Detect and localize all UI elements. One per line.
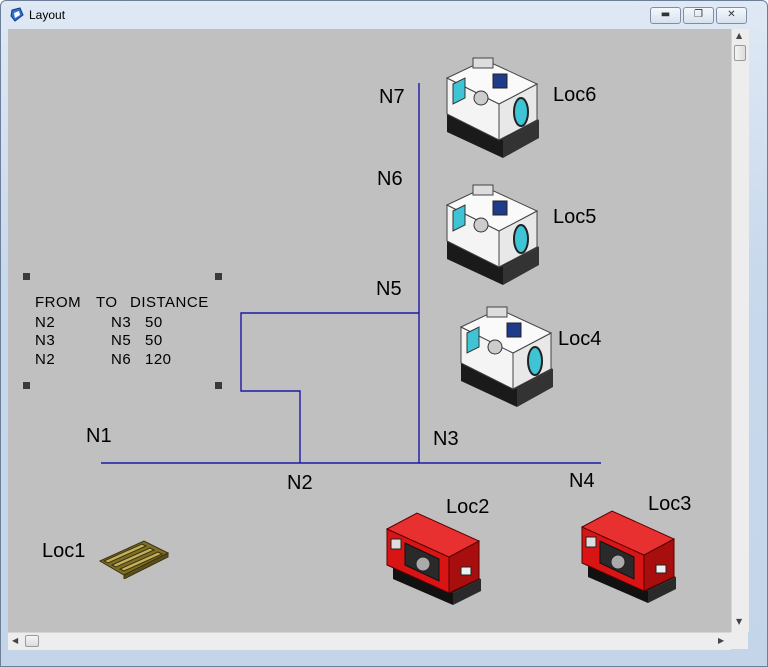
path-segment-n2-n5 [240, 312, 419, 463]
table-cell-distance: 50 [145, 314, 163, 331]
table-cell-distance: 50 [145, 332, 163, 349]
cnc-lathe-white-icon[interactable] [457, 303, 557, 407]
maximize-button[interactable]: ❐ [683, 7, 714, 24]
node-label-n6[interactable]: N6 [377, 168, 403, 190]
location-label-loc5[interactable]: Loc5 [553, 206, 597, 228]
close-button[interactable]: ✕ [716, 7, 747, 24]
table-cell-from: N2 [35, 351, 56, 368]
location-label-loc1[interactable]: Loc1 [42, 540, 86, 562]
table-cell-from: N2 [35, 314, 56, 331]
scroll-right-icon[interactable]: ▶ [718, 636, 725, 645]
title-bar[interactable]: Layout ▬ ❐ ✕ [1, 1, 767, 29]
pallet-icon[interactable] [98, 539, 170, 579]
scroll-down-icon[interactable]: ▼ [736, 617, 743, 626]
horizontal-scrollbar[interactable]: ◀ ▶ [8, 632, 731, 650]
selection-handle-bottom-right[interactable] [215, 382, 222, 389]
location-label-loc6[interactable]: Loc6 [553, 84, 597, 106]
node-label-n7[interactable]: N7 [379, 86, 405, 108]
layout-canvas[interactable]: N1 N2 N3 N4 N5 N6 N7 FROM TO DISTANCE N2… [8, 29, 731, 632]
node-label-n2[interactable]: N2 [287, 472, 313, 494]
restore-icon: ❐ [694, 9, 703, 20]
scroll-up-icon[interactable]: ▲ [736, 31, 743, 40]
selection-handle-bottom-left[interactable] [23, 382, 30, 389]
table-header-distance: DISTANCE [130, 294, 209, 311]
node-label-n5[interactable]: N5 [376, 278, 402, 300]
table-cell-to: N6 [111, 351, 132, 368]
scroll-corner [731, 632, 748, 649]
vertical-scrollbar[interactable]: ▲ ▼ [731, 29, 749, 632]
close-icon: ✕ [727, 9, 736, 20]
path-network [101, 83, 601, 464]
location-label-loc4[interactable]: Loc4 [558, 328, 602, 350]
node-label-n1[interactable]: N1 [86, 425, 112, 447]
window-title: Layout [29, 8, 66, 22]
location-label-loc3[interactable]: Loc3 [648, 493, 692, 515]
minimize-button[interactable]: ▬ [650, 7, 681, 24]
layout-app-icon [10, 7, 24, 22]
node-label-n3[interactable]: N3 [433, 428, 459, 450]
cnc-lathe-white-icon[interactable] [443, 181, 543, 285]
horizontal-scroll-thumb[interactable] [25, 635, 39, 647]
cnc-lathe-red-icon[interactable] [383, 509, 483, 605]
table-cell-to: N3 [111, 314, 132, 331]
vertical-scroll-thumb[interactable] [734, 45, 746, 61]
selection-handle-top-right[interactable] [215, 273, 222, 280]
table-cell-from: N3 [35, 332, 56, 349]
selection-handle-top-left[interactable] [23, 273, 30, 280]
table-header-from: FROM [35, 294, 82, 311]
table-cell-to: N5 [111, 332, 132, 349]
scroll-left-icon[interactable]: ◀ [12, 636, 19, 645]
cnc-lathe-red-icon[interactable] [578, 507, 678, 603]
node-label-n4[interactable]: N4 [569, 470, 595, 492]
cnc-lathe-white-icon[interactable] [443, 54, 543, 158]
table-cell-distance: 120 [145, 351, 172, 368]
minimize-icon: ▬ [660, 9, 671, 20]
table-header-to: TO [96, 294, 118, 311]
location-label-loc2[interactable]: Loc2 [446, 496, 490, 518]
